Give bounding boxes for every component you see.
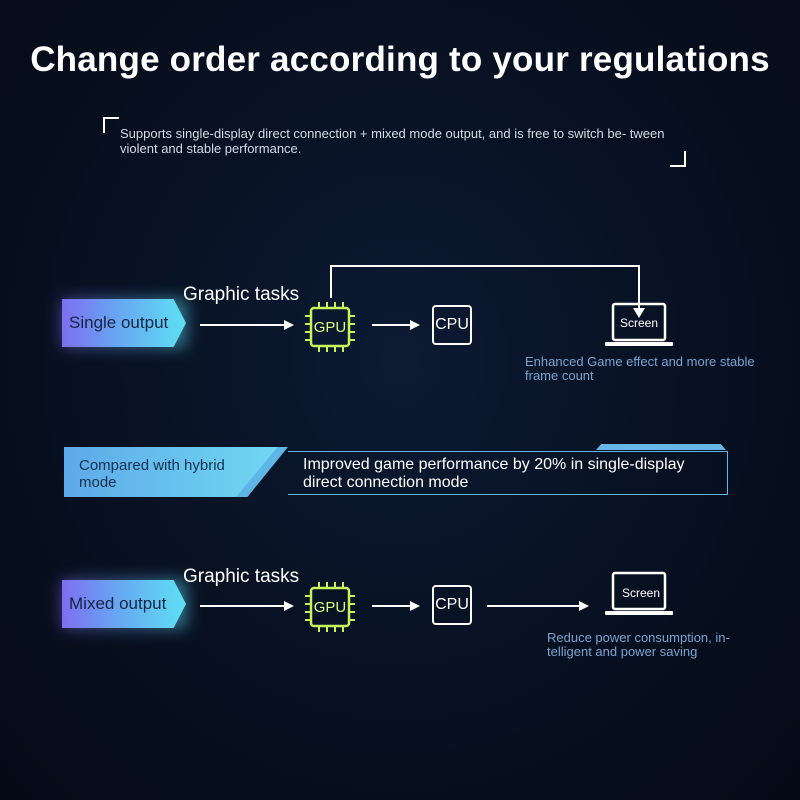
single-screen-label: Screen bbox=[619, 316, 659, 330]
single-graphic-tasks-label: Graphic tasks bbox=[183, 284, 300, 305]
laptop-icon bbox=[605, 302, 673, 346]
single-cpu-box: CPU bbox=[432, 305, 472, 345]
bypass-arrow-icon bbox=[330, 265, 645, 318]
compare-right-text: Improved game performance by 20% in sing… bbox=[303, 456, 685, 491]
page-subtitle: Supports single-display direct connectio… bbox=[120, 126, 665, 156]
compare-right-panel bbox=[288, 451, 728, 495]
single-gpu-label: GPU bbox=[313, 318, 347, 336]
laptop-icon bbox=[605, 571, 673, 615]
chip-icon bbox=[305, 302, 355, 352]
chip-icon bbox=[305, 582, 355, 632]
arrow-right-icon bbox=[200, 320, 294, 330]
mixed-cpu-box: CPU bbox=[432, 585, 472, 625]
arrow-right-icon bbox=[487, 601, 589, 611]
arrow-right-icon bbox=[372, 320, 420, 330]
bracket-top-left-icon bbox=[103, 117, 119, 133]
mixed-output-tag: Mixed output bbox=[62, 580, 186, 628]
bracket-bottom-right-icon bbox=[670, 151, 686, 167]
mixed-gpu-label: GPU bbox=[313, 598, 347, 616]
compare-left-text: Compared with hybrid mode bbox=[79, 457, 225, 491]
page-title: Change order according to your regulatio… bbox=[30, 40, 770, 79]
arrow-right-icon bbox=[372, 601, 420, 611]
single-output-label: Single output bbox=[69, 313, 169, 332]
single-output-note: Enhanced Game effect and more stable fra… bbox=[525, 354, 755, 383]
mixed-output-note: Reduce power consumption, in- telligent … bbox=[547, 630, 730, 659]
arrow-right-icon bbox=[200, 601, 294, 611]
single-output-tag: Single output bbox=[62, 299, 186, 347]
single-cpu-label: CPU bbox=[435, 316, 469, 333]
mixed-cpu-label: CPU bbox=[435, 596, 469, 613]
compare-tab bbox=[596, 444, 726, 450]
mixed-screen-label: Screen bbox=[621, 586, 661, 600]
mixed-output-label: Mixed output bbox=[69, 594, 167, 613]
mixed-graphic-tasks-label: Graphic tasks bbox=[183, 566, 300, 587]
